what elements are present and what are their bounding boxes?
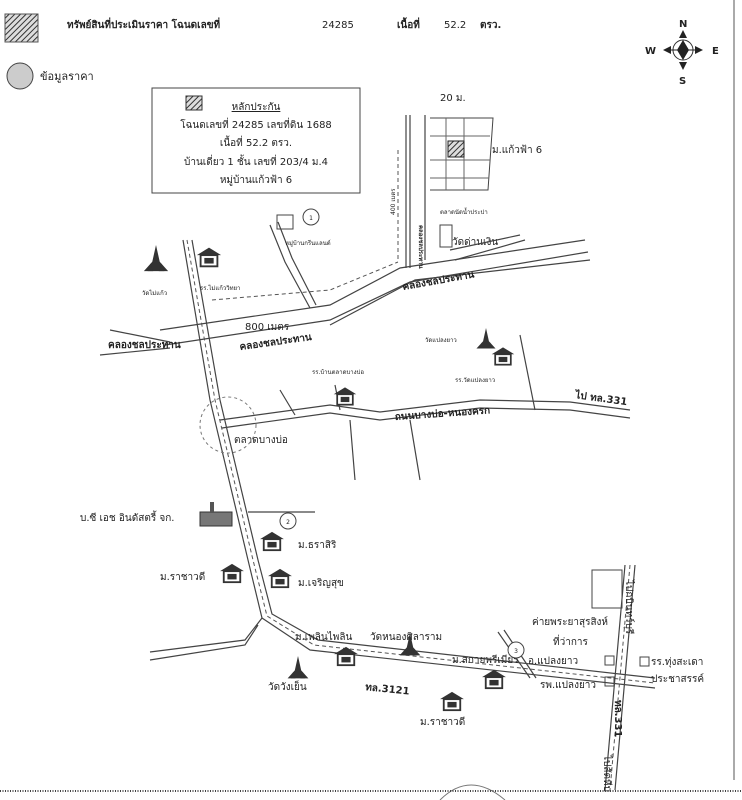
collateral-house: บ้านเดี่ยว 1 ชั้น เลขที่ 203/4 ม.4 [184,154,328,168]
collateral-info-box: หลักประกัน โฉนดเลขที่ 24285 เลขที่ดิน 16… [151,87,361,194]
stamp-partial [439,784,506,800]
temple-icon [476,328,496,349]
amphoe-plot [604,655,615,666]
wat-danngoen-label: วัดด่านเงิน [452,237,498,248]
collateral-village: หมู่บ้านแก้วฟ้า 6 [220,174,292,186]
wat-plaengyao-label: วัดแปลงยาว [425,337,457,344]
bangbo-nongkhrok-road [219,399,631,429]
amphoe-label: อ.แปลงยาว [528,656,578,667]
village-icon [219,562,245,584]
deed-number: 24285 [322,20,354,31]
bangbo-road-label: ถนนบางบ่อ-หนองครก [394,404,490,423]
greenland-plot [276,214,294,230]
price-marker-2 [279,512,297,530]
village-icon [333,645,359,667]
village-kaewfa-label: ม.แก้วฟ้า 6 [492,144,542,156]
talat-bangbo-label: ตลาดบางบ่อ [234,435,288,446]
school-icon [332,386,358,406]
wat-maikaew-label: วัดไม่แก้ว [142,289,167,297]
water-market-label: ตลาดนัดน้ำประปา [440,206,488,216]
rachawadee-label-2: ม.ราชาวดี [420,716,465,728]
dist-800-label: 800 เมตร [245,322,290,333]
compass-e: E [712,46,719,57]
thungsadao-label-2: ประชาสรรค์ [651,673,704,685]
width-label: 20 ม. [440,93,466,104]
village-icon [481,668,507,690]
main-road [149,239,656,791]
school-icon [195,246,223,268]
ploenpailin-label: ม.เพลินไพลิน [295,631,352,643]
price-marker-1 [302,208,320,226]
canal-label-west: คลองชลประทาน [108,339,181,351]
compass-w: W [645,46,656,57]
price-data-legend-swatch [6,62,34,90]
school-maikaew-label: รร.ไม่แก้ววิทยา [200,284,240,292]
wat-nongsila-label: วัดหนองศิลาราม [370,632,442,643]
village-icon [267,567,293,589]
to-sattahip-label: ไปสัตหีบ [601,754,613,792]
compass-s: S [679,76,686,87]
dist-400-label: 400 เมตร [390,188,397,215]
hospital-label: รพ.แปลงยาว [540,680,596,691]
area-value: 52.2 [444,20,466,31]
market-area-circle [199,396,257,454]
ch-industry-label: บ.ซี เอช อินดัสตรี้ จก. [80,510,174,524]
camp-label: ค่ายพระยาสุรสิงห์ [532,616,608,628]
school-icon [490,346,516,366]
area-unit: ตรว. [480,20,501,31]
price-data-legend-label: ข้อมูลราคา [40,70,94,83]
thungsadao-label-1: รร.ทุ่งสะเดา [651,657,703,668]
area-label: เนื้อที่ [397,17,420,31]
collateral-deed: โฉนดเลขที่ 24285 เลขที่ดิน 1688 [180,117,332,131]
collateral-area: เนื้อที่ 52.2 ตรว. [220,135,292,149]
wat-danngoen-plot [439,224,453,248]
collateral-title: หลักประกัน [232,102,281,113]
factory-icon [199,502,233,527]
wat-wangyen-label: วัดวังเย็น [268,679,307,693]
village-icon [439,690,465,712]
greenland-label: หมู่บ้านกรีนแลนด์ [285,239,331,247]
road-3121-label: ทล.3121 [365,682,410,698]
canal-label-east: คลองชลประทาน [401,268,475,292]
road-331-label: ทล.331 [612,700,623,737]
compass-n: N [679,19,687,30]
main-canal [99,239,591,356]
marker-3-number: 3 [514,648,518,655]
north-canal [405,115,426,268]
temple-icon [287,656,309,679]
charoensuk-label: ม.เจริญสุข [298,578,344,589]
to-kabin-label: ไปกบินทร์บุรี [623,579,635,635]
village-icon [259,530,285,552]
greenland-road [269,221,317,309]
side-road [449,234,526,261]
property-plot [430,117,494,191]
school-talatbangbo-label: รร.บ้านตลาดบางบ่อ [312,369,364,376]
to-331-label: ไป ทล.331 [574,388,629,408]
tharasiri-label: ม.ธราสิริ [298,540,337,551]
marker-2-number: 2 [286,519,290,526]
subject-legend-label: ทรัพย์สินที่ประเมินราคา โฉนดเลขที่ [67,17,221,31]
subject-legend-swatch [4,13,39,43]
compass-rose-icon [663,30,703,70]
canal-vertical-label: คลองชลประทาน [417,225,425,270]
camp-plot [591,569,623,609]
hospital-plot [604,676,615,687]
temple-icon [143,245,169,272]
price-marker-3 [507,641,525,659]
office-label: ที่ว่าการ [553,634,588,648]
school-plot [639,656,650,667]
rachawadee-label-1: ม.ราชาวดี [160,571,205,583]
marker-1-number: 1 [309,215,313,222]
school-watplaengyao-label: รร.วัดแปลงยาว [455,377,495,384]
canal-label-mid: คลองชลประทาน [239,331,313,353]
skypremier-label: ม.สกายพรีเมียร์ [452,654,519,666]
